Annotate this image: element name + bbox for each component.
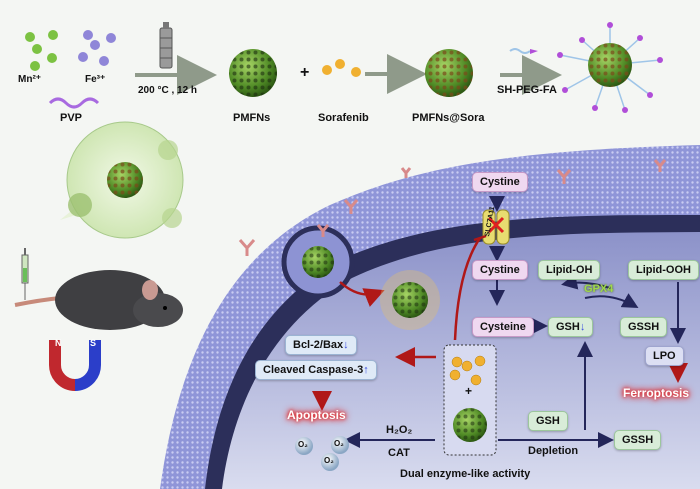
gpx4-label: GPX4 <box>584 283 614 295</box>
cleaved-caspase-box: Cleaved Caspase-3↑ <box>255 360 377 380</box>
magnet-icon <box>49 340 101 391</box>
lpo-box: LPO <box>645 346 684 366</box>
gssh-bottom-box: GSSH <box>614 430 662 450</box>
peg-label: SH-PEG-FA <box>497 84 557 96</box>
o2-label-2: O₂ <box>334 439 344 448</box>
o2-label-1: O₂ <box>298 440 308 449</box>
pmfns-label: PMFNs <box>233 112 271 124</box>
fe-ions <box>78 30 116 66</box>
gsh-label: GSH <box>556 321 580 333</box>
inhibition-arrow <box>453 237 482 341</box>
condition-label: 200 °C , 12 h <box>138 85 198 96</box>
lipid-ooh-box: Lipid-OOH <box>628 260 699 280</box>
functionalized-nanoparticle <box>557 22 663 113</box>
receptors <box>238 159 667 256</box>
pvp-polymer <box>48 97 100 109</box>
magnet-north-label: N <box>55 338 62 348</box>
sorafenib-molecules <box>449 355 486 386</box>
released-nanoparticle <box>380 270 440 330</box>
apoptosis-label: Apoptosis <box>287 408 346 422</box>
pmfns-sora-label: PMFNs@Sora <box>412 112 485 124</box>
down-arrow-icon: ↓ <box>579 321 586 333</box>
sorafenib-label: Sorafenib <box>318 112 369 124</box>
sorafenib-drug <box>322 59 361 77</box>
pvp-label: PVP <box>60 112 83 124</box>
dual-enzyme-label: Dual enzyme-like activity <box>400 468 531 480</box>
o2-label-3: O₂ <box>324 456 334 465</box>
arrow-gpx4-lower <box>584 293 639 308</box>
nanozyme-plus: + <box>465 384 473 398</box>
up-arrow-icon: ↑ <box>363 364 369 376</box>
pmfns-particle <box>229 49 277 97</box>
mn-label: Mn²⁺ <box>18 74 42 85</box>
magnet-south-label: S <box>90 338 97 348</box>
slc7a11-transporter <box>482 209 510 245</box>
peg-chain-icon <box>509 48 531 54</box>
inhibition-x-icon <box>487 216 505 234</box>
mouse <box>14 270 183 330</box>
caspase-label: Cleaved Caspase-3 <box>263 364 364 376</box>
cystine-extracellular-box: Cystine <box>472 172 528 192</box>
lipid-oh-box: Lipid-OH <box>538 260 601 280</box>
depletion-label: Depletion <box>528 445 579 457</box>
fe-label: Fe³⁺ <box>85 74 106 85</box>
gsh-depletion-box: GSH <box>528 411 568 431</box>
mouse-tail <box>14 296 61 307</box>
h2o2-label: H₂O₂ <box>386 424 413 436</box>
mn-ions <box>25 30 58 71</box>
release-arrow <box>339 281 385 307</box>
oxygen-bubbles <box>295 436 349 471</box>
ferroptosis-label: Ferroptosis <box>623 386 690 400</box>
cystine-intracellular-box: Cystine <box>472 260 528 280</box>
autoclave-icon <box>159 22 173 69</box>
down-arrow-icon: ↓ <box>343 339 349 351</box>
bcl-bax-label: Bcl-2/Bax <box>293 339 344 351</box>
arrow-gpx4-upper <box>561 273 611 290</box>
cysteine-box: Cysteine <box>472 317 534 337</box>
bcl-bax-box: Bcl-2/Bax↓ <box>285 335 357 355</box>
pmfns-sora-particle <box>425 49 473 97</box>
gssh-box: GSSH <box>620 317 668 337</box>
syringe-icon <box>21 248 29 300</box>
plus-sign: + <box>300 64 310 81</box>
cat-label: CAT <box>388 447 410 459</box>
gsh-box: GSH↓ <box>548 317 594 337</box>
